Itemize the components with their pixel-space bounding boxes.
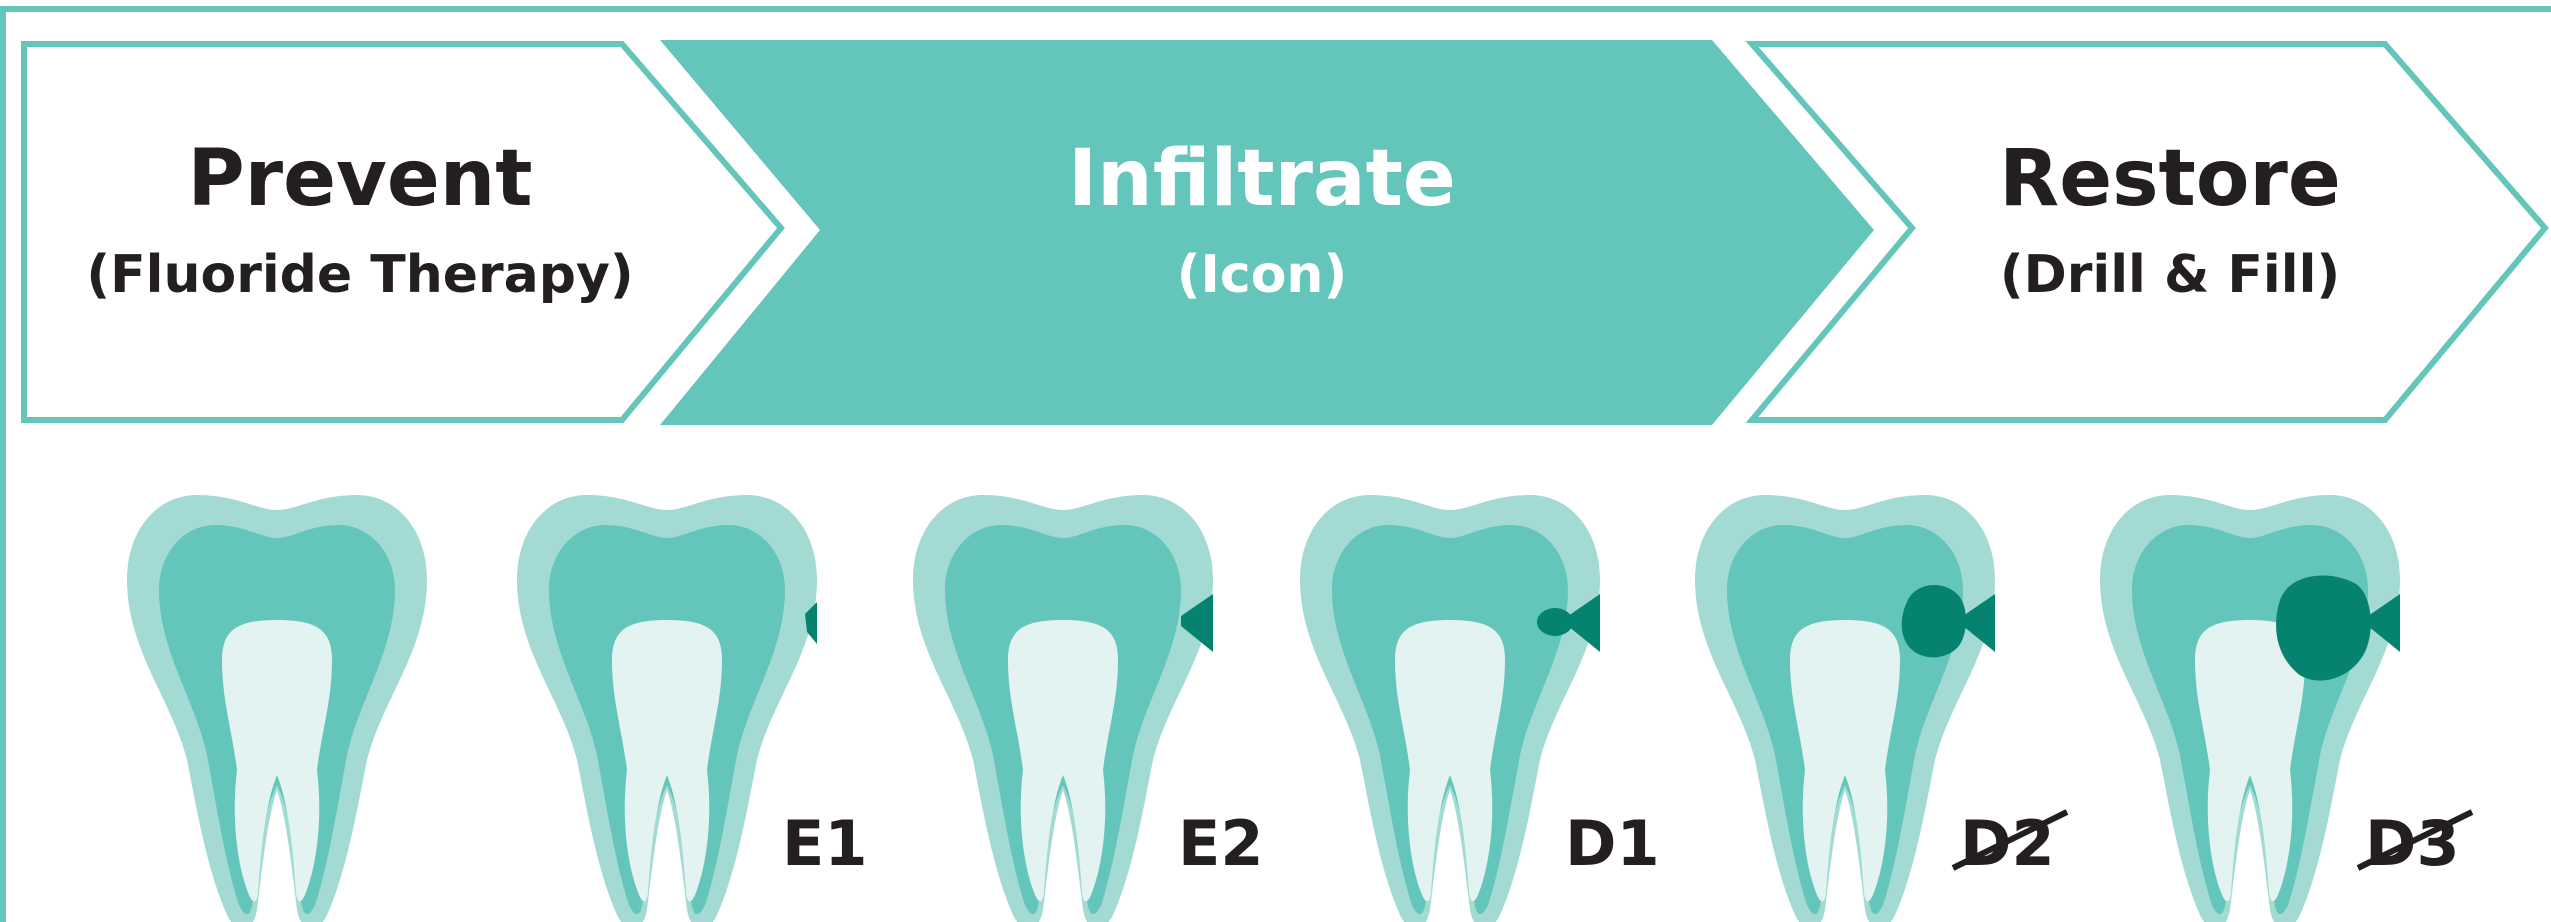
stage-prevent-subtitle: (Fluoride Therapy) xyxy=(86,245,633,305)
tooth-label: E1 xyxy=(782,807,868,880)
stage-prevent-title: Prevent xyxy=(187,134,532,224)
stage-prevent: Prevent (Fluoride Therapy) xyxy=(24,44,781,420)
tooth-e2: E2 xyxy=(913,495,1264,922)
stage-infiltrate-title: Infiltrate xyxy=(1068,134,1456,224)
tooth-lesion xyxy=(1537,608,1573,636)
stage-prevent-arrow xyxy=(24,44,781,420)
tooth-d2: D2 xyxy=(1695,495,2067,922)
tooth-lesion xyxy=(1902,585,1966,657)
stage-restore-title: Restore xyxy=(1999,134,2341,224)
tooth-label: D1 xyxy=(1565,807,1660,880)
stage-restore-subtitle: (Drill & Fill) xyxy=(2000,245,2340,305)
stage-infiltrate-subtitle: (Icon) xyxy=(1177,245,1347,305)
tooth-e1: E1 xyxy=(517,495,868,922)
tooth-label: E2 xyxy=(1178,807,1264,880)
tooth-d1: D1 xyxy=(1300,495,1660,922)
tooth-d3: D3 xyxy=(2100,495,2472,922)
stage-infiltrate-arrow xyxy=(660,40,1874,425)
tooth-healthy xyxy=(127,495,427,922)
teeth-row: E1 E2 D1 D2D3 xyxy=(127,495,2472,922)
stage-infiltrate: Infiltrate (Icon) xyxy=(660,40,1874,425)
